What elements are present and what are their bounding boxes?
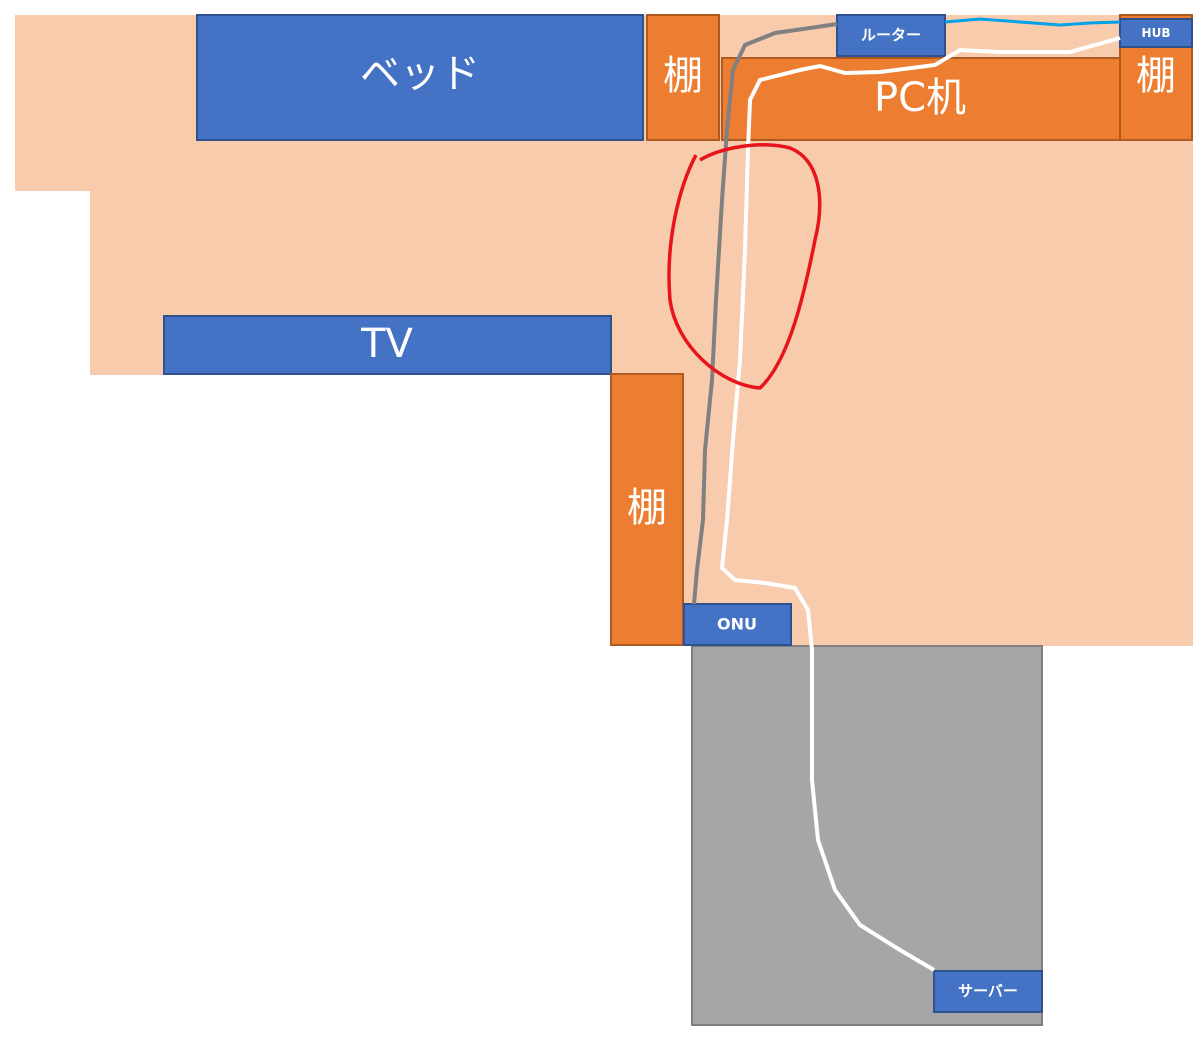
highlight-circle [667,143,822,390]
bed: ベッド [196,14,644,141]
router-label: ルーター [861,26,921,44]
shelf-middle: 棚 [610,373,684,646]
router: ルーター [836,14,946,57]
shelf-top-label: 棚 [663,53,703,99]
server-label: サーバー [958,982,1018,1000]
onu-label: ONU [717,615,757,634]
hub: HUB [1119,18,1193,48]
hub-label: HUB [1142,26,1171,40]
pc-desk: PC机 [721,57,1121,141]
tv: TV [163,315,612,375]
cable-server-hub [719,36,1121,972]
onu: ONU [683,603,792,646]
bed-label: ベッド [360,51,480,97]
cable-router-hub [944,17,1121,27]
pc-desk-label: PC机 [874,75,966,121]
outside-area [691,645,1043,1026]
shelf-middle-label: 棚 [627,485,667,531]
cable-onu-router [692,22,838,605]
shelf-right-label: 棚 [1136,53,1176,99]
shelf-top: 棚 [646,14,720,141]
server: サーバー [933,970,1043,1013]
tv-label: TV [360,321,413,367]
